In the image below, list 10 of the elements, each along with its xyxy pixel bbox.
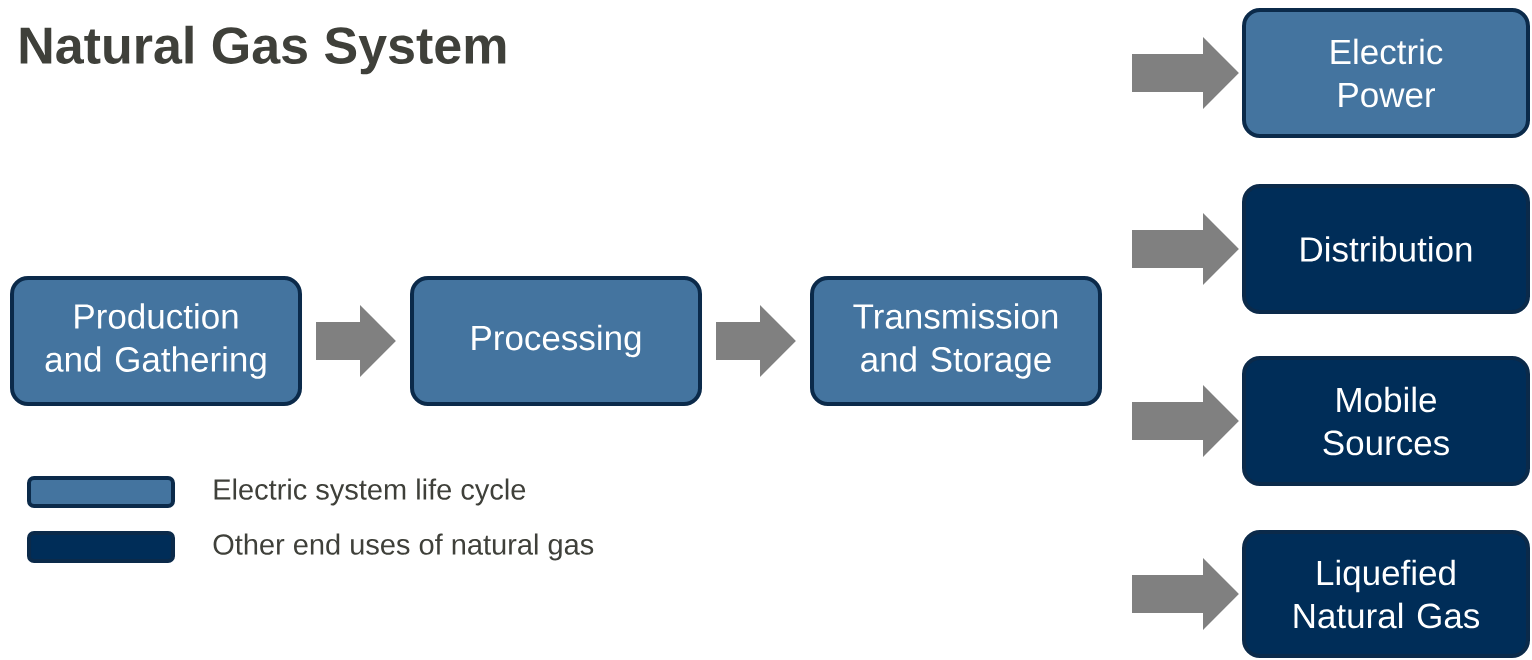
legend-text: Other end uses of natural gas bbox=[213, 533, 594, 561]
process-box: Electric Power bbox=[1242, 8, 1530, 138]
process-box: Processing bbox=[410, 276, 702, 406]
title: Natural Gas System bbox=[20, 25, 506, 75]
legend-text: Electric system life cycle bbox=[214, 478, 526, 506]
process-box: Production and Gathering bbox=[10, 276, 302, 406]
process-box: Distribution bbox=[1242, 184, 1530, 314]
process-box: Liquefied Natural Gas bbox=[1242, 530, 1530, 658]
process-box: Mobile Sources bbox=[1242, 356, 1530, 486]
process-box: Transmission and Storage bbox=[810, 276, 1102, 406]
